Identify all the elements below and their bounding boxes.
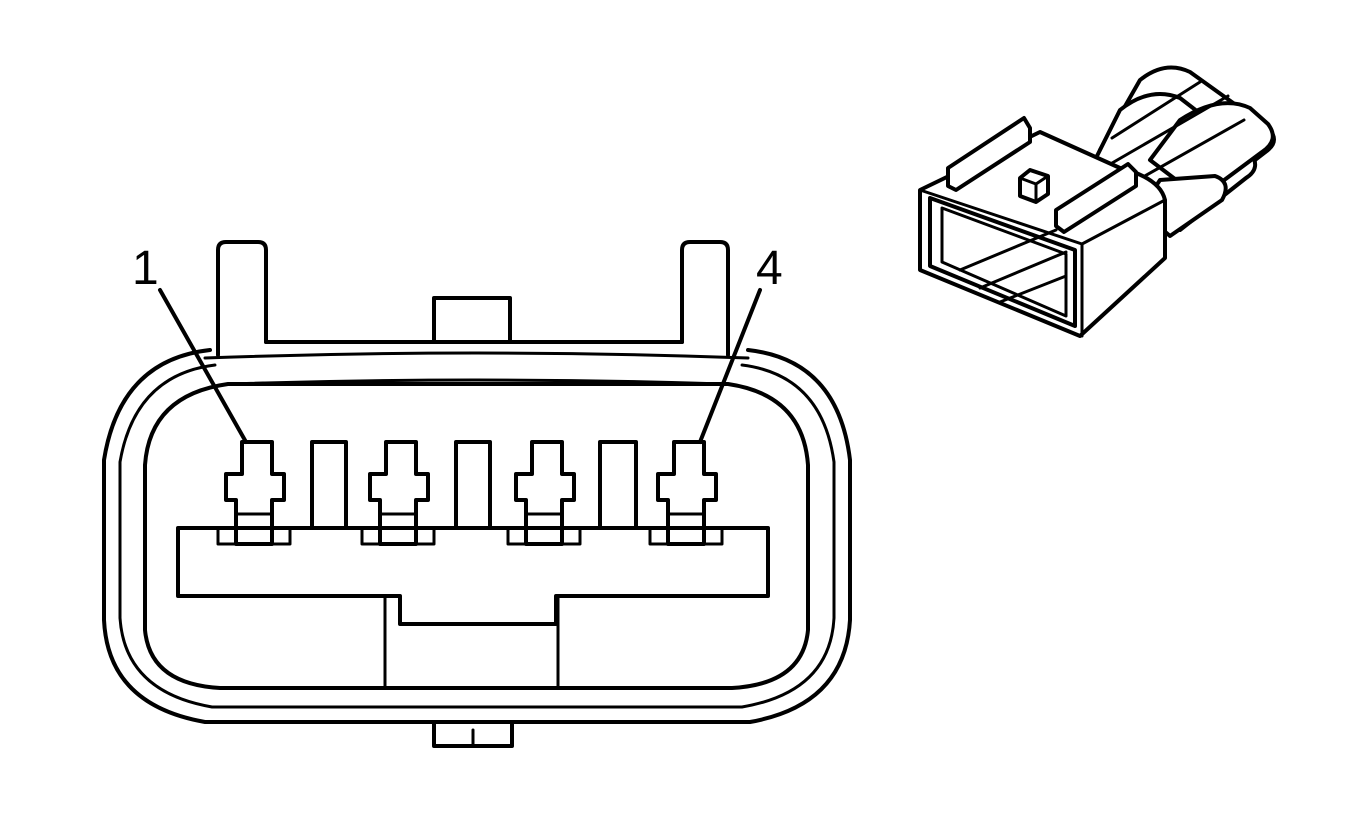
outer-housing: [102, 348, 852, 724]
top-center-tab: [432, 296, 512, 344]
terminal-4: [648, 440, 724, 546]
pin-4-leader: [698, 288, 762, 444]
top-lip: [203, 351, 750, 360]
right-latch-tower: [680, 240, 730, 357]
inner-cavity: [143, 382, 810, 690]
outer-housing-inner-line: [118, 363, 836, 709]
cavity-divider-2: [454, 440, 492, 530]
pin-4-label: 4: [756, 242, 783, 295]
pin-1-leader: [158, 288, 248, 444]
center-latch-bump: [1018, 168, 1050, 204]
inner-cavity-top-line: [228, 378, 726, 386]
cavity-divider-1: [310, 440, 348, 530]
terminal-3: [506, 440, 582, 546]
connector-opening: [928, 196, 1077, 328]
latch-rail-left: [946, 116, 1032, 192]
terminal-1: [216, 440, 292, 546]
left-latch-tower: [216, 240, 268, 357]
cavity-divider-3: [598, 440, 638, 530]
connector-face-view: 1 4: [102, 240, 852, 748]
pin-1-label: 1: [132, 242, 159, 295]
connector-isometric-view: [918, 65, 1276, 338]
terminal-2: [360, 440, 436, 546]
latch-rail-right: [1054, 162, 1138, 234]
terminal-carrier: [176, 526, 770, 626]
